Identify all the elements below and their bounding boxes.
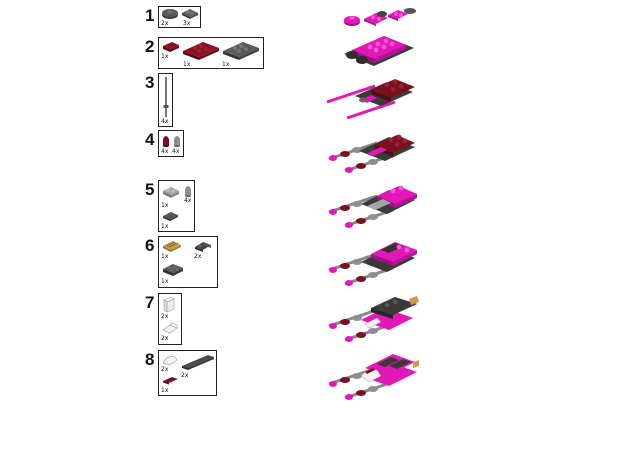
part-qty: 1x — [161, 278, 169, 285]
step-number-3: 3 — [145, 73, 155, 92]
part-qty: 2x — [181, 372, 189, 379]
part-qty: 1x — [183, 61, 191, 68]
part-qty: 1x — [161, 387, 169, 394]
dark-gray-plate-icon — [182, 9, 198, 19]
part-qty: 4x — [172, 148, 180, 155]
dark-red-tile-icon — [163, 377, 178, 385]
parts-list-step-5: 1x 4x 1x — [158, 180, 195, 232]
gray-bracket-icon — [163, 187, 179, 198]
white-slope-icon — [162, 322, 178, 334]
assembly-step-2 — [344, 36, 414, 66]
white-panel-icon — [163, 296, 175, 313]
gray-cone-icon — [174, 136, 180, 147]
dark-red-cone-icon — [163, 136, 169, 147]
part-qty: 1x — [161, 202, 169, 209]
assembly-step-7 — [328, 296, 419, 342]
assembly-step-3 — [326, 79, 415, 120]
dark-gray-plate-2x3-icon — [223, 42, 259, 60]
part-qty: 2x — [161, 335, 169, 342]
part-qty: 2x — [161, 313, 169, 320]
parts-list-step-1: 2x 3x — [158, 6, 201, 28]
dark-red-plate-1x2-icon — [163, 42, 179, 52]
part-qty: 4x — [161, 118, 169, 125]
step-number-2: 2 — [145, 37, 155, 56]
part-qty: 1x — [161, 223, 169, 230]
part-qty: 2x — [161, 366, 169, 373]
step-number-1: 1 — [145, 6, 155, 25]
assembly-step-5 — [328, 185, 417, 228]
parts-list-step-3: 4x — [158, 73, 173, 127]
parts-list-step-6: 1x 2x 1x — [158, 236, 218, 288]
step-number-7: 7 — [145, 293, 155, 312]
part-qty: 4x — [184, 197, 192, 204]
assembly-step-6 — [328, 242, 417, 286]
gray-cone-small-icon — [185, 186, 191, 197]
parts-list-step-7: 2x 2x — [158, 293, 182, 345]
dark-gray-round-plate-icon — [162, 9, 178, 19]
dark-gray-plate-2x2-icon — [163, 264, 183, 276]
part-qty: 1x — [161, 253, 169, 260]
part-qty: 1x — [161, 53, 169, 60]
part-qty: 3x — [183, 20, 191, 27]
tan-grille-tile-icon — [163, 241, 181, 252]
part-qty: 2x — [194, 253, 202, 260]
assembly-step-1 — [344, 8, 416, 26]
part-qty: 1x — [222, 61, 230, 68]
parts-list-step-8: 2x 2x 1x — [158, 350, 217, 396]
step-number-6: 6 — [145, 236, 155, 255]
dark-gray-slope-icon — [195, 242, 211, 252]
step-number-5: 5 — [145, 180, 155, 199]
parts-list-step-2: 1x 1x 1x — [158, 37, 264, 69]
part-qty: 2x — [161, 20, 169, 27]
part-qty: 4x — [161, 148, 169, 155]
dark-gray-tile-icon — [163, 212, 178, 221]
step-number-4: 4 — [145, 130, 155, 149]
gray-bar-icon — [163, 77, 169, 117]
dark-red-plate-2x3-icon — [183, 42, 219, 60]
step-number-8: 8 — [145, 350, 155, 369]
dark-gray-tile-1x4-icon — [182, 355, 214, 370]
parts-list-step-4: 4x 4x — [158, 130, 184, 157]
assembly-step-8 — [328, 354, 419, 400]
assembly-step-4 — [328, 134, 415, 173]
white-curved-slope-icon — [162, 356, 178, 366]
